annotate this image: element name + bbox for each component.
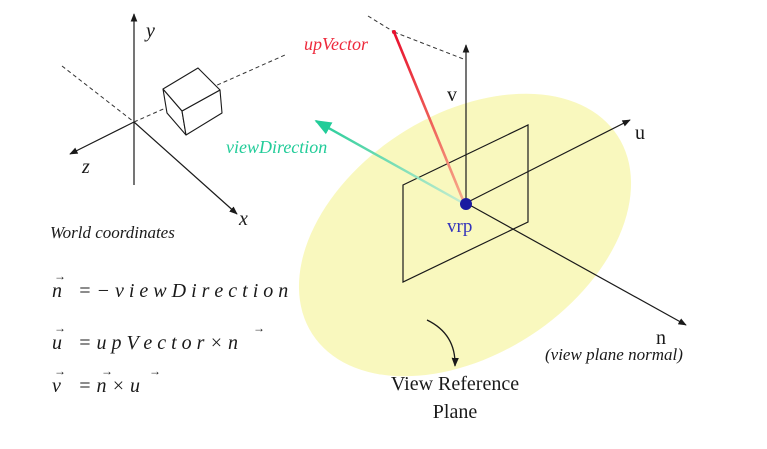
view-direction-label: viewDirection	[226, 137, 327, 157]
vrp-label: vrp	[447, 216, 472, 237]
world-x-axis	[133, 121, 238, 215]
cube	[162, 67, 223, 136]
equation-u: u → = u p V e c t o r × n →	[52, 321, 265, 354]
world-coordinates: y z x World coordinates	[50, 13, 286, 242]
n-axis	[465, 202, 687, 326]
u-label: u	[635, 122, 645, 144]
eq-rhs: = u p V e c t o r × n	[78, 332, 238, 354]
world-axis-label-z: z	[81, 156, 90, 178]
n-label: n	[656, 327, 666, 349]
n-note: (view plane normal)	[545, 345, 683, 364]
eq-lhs: u	[52, 332, 62, 354]
v-label: v	[447, 84, 457, 106]
world-axis-label-x: x	[238, 208, 248, 230]
vrp-dot	[460, 198, 472, 210]
world-z-axis	[69, 121, 135, 155]
plane-label-line1: View Reference	[391, 373, 519, 395]
up-vector-label: upVector	[304, 34, 369, 54]
dashed-guide	[393, 31, 467, 61]
equation-n: n → = − v i e w D i r e c t i o n	[52, 269, 288, 302]
world-caption: World coordinates	[50, 223, 175, 242]
view-direction-arrow	[314, 119, 464, 205]
eq-rhs: = − v i e w D i r e c t i o n	[78, 280, 288, 302]
equation-v: v → = n × u → →	[52, 364, 161, 397]
equations: n → = − v i e w D i r e c t i o n u → = …	[52, 269, 288, 397]
eq-rhs: = n × u	[78, 375, 140, 397]
world-dashed-axis	[61, 65, 135, 123]
eq-lhs: n	[52, 280, 62, 302]
view-reference-plane: upVector viewDirection v u vrp n (view p…	[226, 15, 687, 423]
dashed-guide	[367, 15, 395, 33]
vector-bar: →	[253, 321, 265, 335]
up-vector-tip	[392, 30, 396, 34]
vector-bar: →	[54, 364, 66, 378]
vector-bar: →	[149, 364, 161, 378]
eq-lhs: v	[52, 375, 61, 397]
plane-ellipse	[298, 93, 632, 377]
u-axis	[465, 119, 631, 204]
vector-bar: →	[54, 269, 66, 283]
plane-pointer-arrow	[426, 319, 459, 367]
vector-bar: →	[101, 364, 113, 378]
view-window	[402, 124, 529, 283]
vector-bar: →	[54, 321, 66, 335]
plane-label-line2: Plane	[433, 401, 478, 423]
world-axis-label-y: y	[144, 20, 155, 42]
up-vector-arrow	[392, 31, 465, 201]
